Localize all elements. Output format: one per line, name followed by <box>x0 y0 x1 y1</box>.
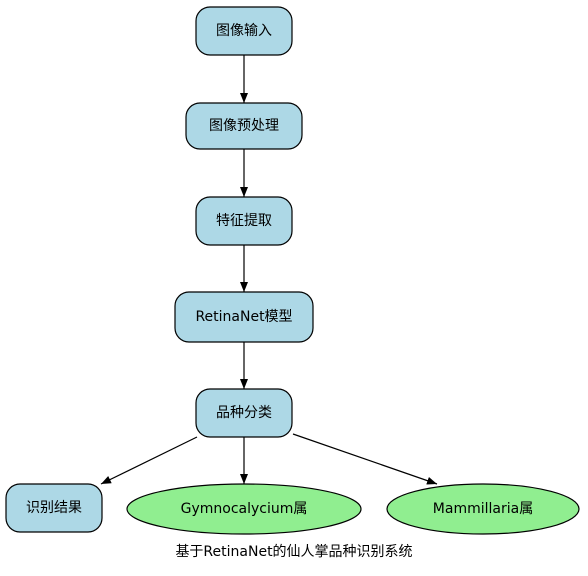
node-mammillaria-ellipse <box>386 483 580 535</box>
node-classify-label: 品种分类 <box>216 405 272 421</box>
node-result-label: 识别结果 <box>26 500 82 516</box>
edge-classify-to-result <box>100 436 198 485</box>
node-features-label: 特征提取 <box>216 213 272 229</box>
node-model-box <box>174 291 314 343</box>
node-input-label: 图像输入 <box>216 23 272 39</box>
node-preprocess-box <box>185 102 303 150</box>
node-result-box <box>5 483 103 533</box>
node-preprocess-label: 图像预处理 <box>209 118 279 134</box>
node-features: 特征提取 <box>195 196 293 246</box>
edge-classify-to-mammillaria <box>292 433 438 485</box>
node-input-box <box>195 6 293 56</box>
node-features-box <box>195 196 293 246</box>
node-preprocess: 图像预处理 <box>185 102 303 150</box>
node-mammillaria: Mammillaria属 <box>386 483 580 535</box>
node-gymno-ellipse <box>126 483 362 535</box>
node-mammillaria-label: Mammillaria属 <box>433 501 533 517</box>
node-model-label: RetinaNet模型 <box>195 309 292 325</box>
diagram-caption: 基于RetinaNet的仙人掌品种识别系统 <box>175 543 412 560</box>
edges <box>100 55 438 485</box>
node-classify-box <box>195 388 293 438</box>
node-gymno-label: Gymnocalycium属 <box>181 501 308 517</box>
node-classify: 品种分类 <box>195 388 293 438</box>
node-input: 图像输入 <box>195 6 293 56</box>
node-gymno: Gymnocalycium属 <box>126 483 362 535</box>
node-result: 识别结果 <box>5 483 103 533</box>
node-model: RetinaNet模型 <box>174 291 314 343</box>
